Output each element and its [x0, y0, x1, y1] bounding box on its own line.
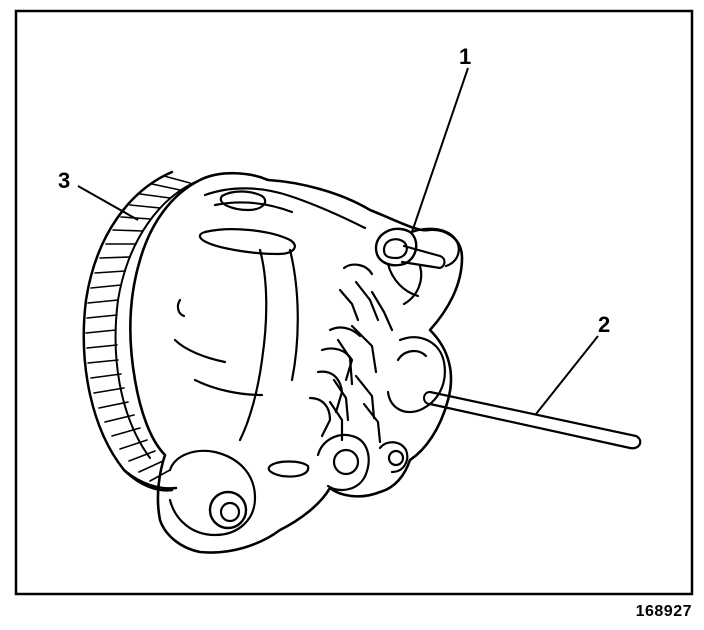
output-terminal	[374, 227, 460, 306]
callout-2: 2	[598, 312, 610, 337]
rear-fins	[308, 263, 446, 444]
callout-3: 3	[58, 168, 70, 193]
alternator	[82, 170, 642, 554]
pulley-grooves	[85, 175, 191, 482]
test-rod	[423, 390, 642, 450]
figure-frame	[14, 9, 694, 596]
callout-1: 1	[459, 44, 471, 69]
leader-lines	[77, 67, 599, 415]
leader-1	[411, 67, 469, 233]
pulley	[82, 170, 201, 492]
figure-number: 168927	[635, 603, 692, 620]
leader-2	[535, 335, 599, 415]
leader-3	[77, 185, 139, 221]
